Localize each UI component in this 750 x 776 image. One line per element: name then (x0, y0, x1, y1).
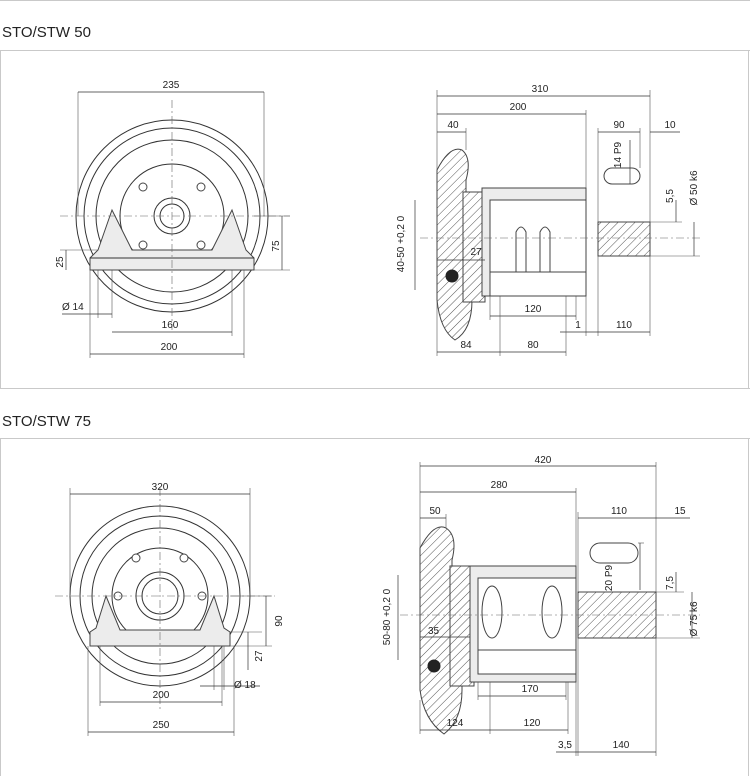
side-view-75: 420 280 50 110 15 20 P9 7,5 Ø 75 k6 50-8… (382, 455, 700, 756)
left-border-50 (0, 50, 1, 388)
dim-27: 27 (470, 247, 482, 258)
dim-20-p9: 20 P9 (604, 564, 615, 591)
dim-25: 25 (55, 256, 66, 268)
dim-110-side: 110 (611, 506, 627, 517)
dim-10: 10 (664, 120, 676, 131)
dim-5-5: 5,5 (665, 189, 676, 203)
dim-250: 250 (153, 720, 170, 731)
dim-420: 420 (535, 455, 552, 466)
dim-15: 15 (674, 506, 686, 517)
right-border-75 (748, 438, 749, 776)
dim-90-front: 90 (274, 615, 285, 627)
dim-3-5: 3,5 (558, 740, 572, 751)
dim-280: 280 (491, 480, 508, 491)
dim-200-front-75: 200 (153, 690, 170, 701)
dim-200: 200 (161, 342, 178, 353)
dim-170: 170 (522, 684, 539, 695)
dim-40: 40 (447, 120, 459, 131)
dim-200-side: 200 (510, 102, 527, 113)
dim-120-side-75: 120 (524, 718, 541, 729)
dim-shaft-75-k6: Ø 75 k6 (689, 601, 700, 636)
front-view-75: 320 90 27 Ø 18 200 250 (55, 482, 285, 736)
dim-140: 140 (613, 740, 630, 751)
dim-14-p9: 14 P9 (613, 141, 624, 168)
dim-1: 1 (575, 320, 581, 331)
dim-hole-14: Ø 14 (62, 302, 84, 313)
top-divider (0, 0, 750, 1)
left-border-75 (0, 438, 1, 776)
dim-80: 80 (527, 340, 539, 351)
dim-120: 120 (525, 304, 542, 315)
dim-310: 310 (532, 84, 549, 95)
right-border-50 (748, 50, 749, 388)
dim-hole-18: Ø 18 (234, 680, 256, 691)
section-50-top-rule (0, 50, 750, 51)
dim-7-5: 7,5 (665, 576, 676, 590)
dim-50-80: 50-80 +0,2 0 (382, 588, 393, 645)
dim-shaft-50-k6: Ø 50 k6 (689, 170, 700, 205)
dim-124: 124 (447, 718, 464, 729)
dim-110: 110 (616, 320, 632, 331)
dim-160: 160 (162, 320, 179, 331)
dim-35: 35 (428, 626, 440, 637)
dim-235: 235 (163, 80, 180, 91)
dim-75: 75 (271, 240, 282, 252)
side-view-50: 310 200 40 90 10 14 P9 5,5 Ø 50 k6 40-50… (396, 84, 700, 356)
dim-40-50: 40-50 +0,2 0 (396, 215, 407, 272)
front-view-50: 235 75 25 Ø 14 160 200 (55, 80, 290, 358)
section-50-bottom-rule (0, 388, 750, 389)
dim-90: 90 (613, 120, 625, 131)
dim-27-front: 27 (254, 650, 265, 662)
dim-50-side: 50 (429, 506, 441, 517)
section-title-sto-stw-50: STO/STW 50 (2, 24, 91, 41)
dim-84: 84 (460, 340, 472, 351)
section-75-top-rule (0, 438, 750, 439)
section-title-sto-stw-75: STO/STW 75 (2, 413, 91, 430)
dim-320: 320 (152, 482, 169, 493)
